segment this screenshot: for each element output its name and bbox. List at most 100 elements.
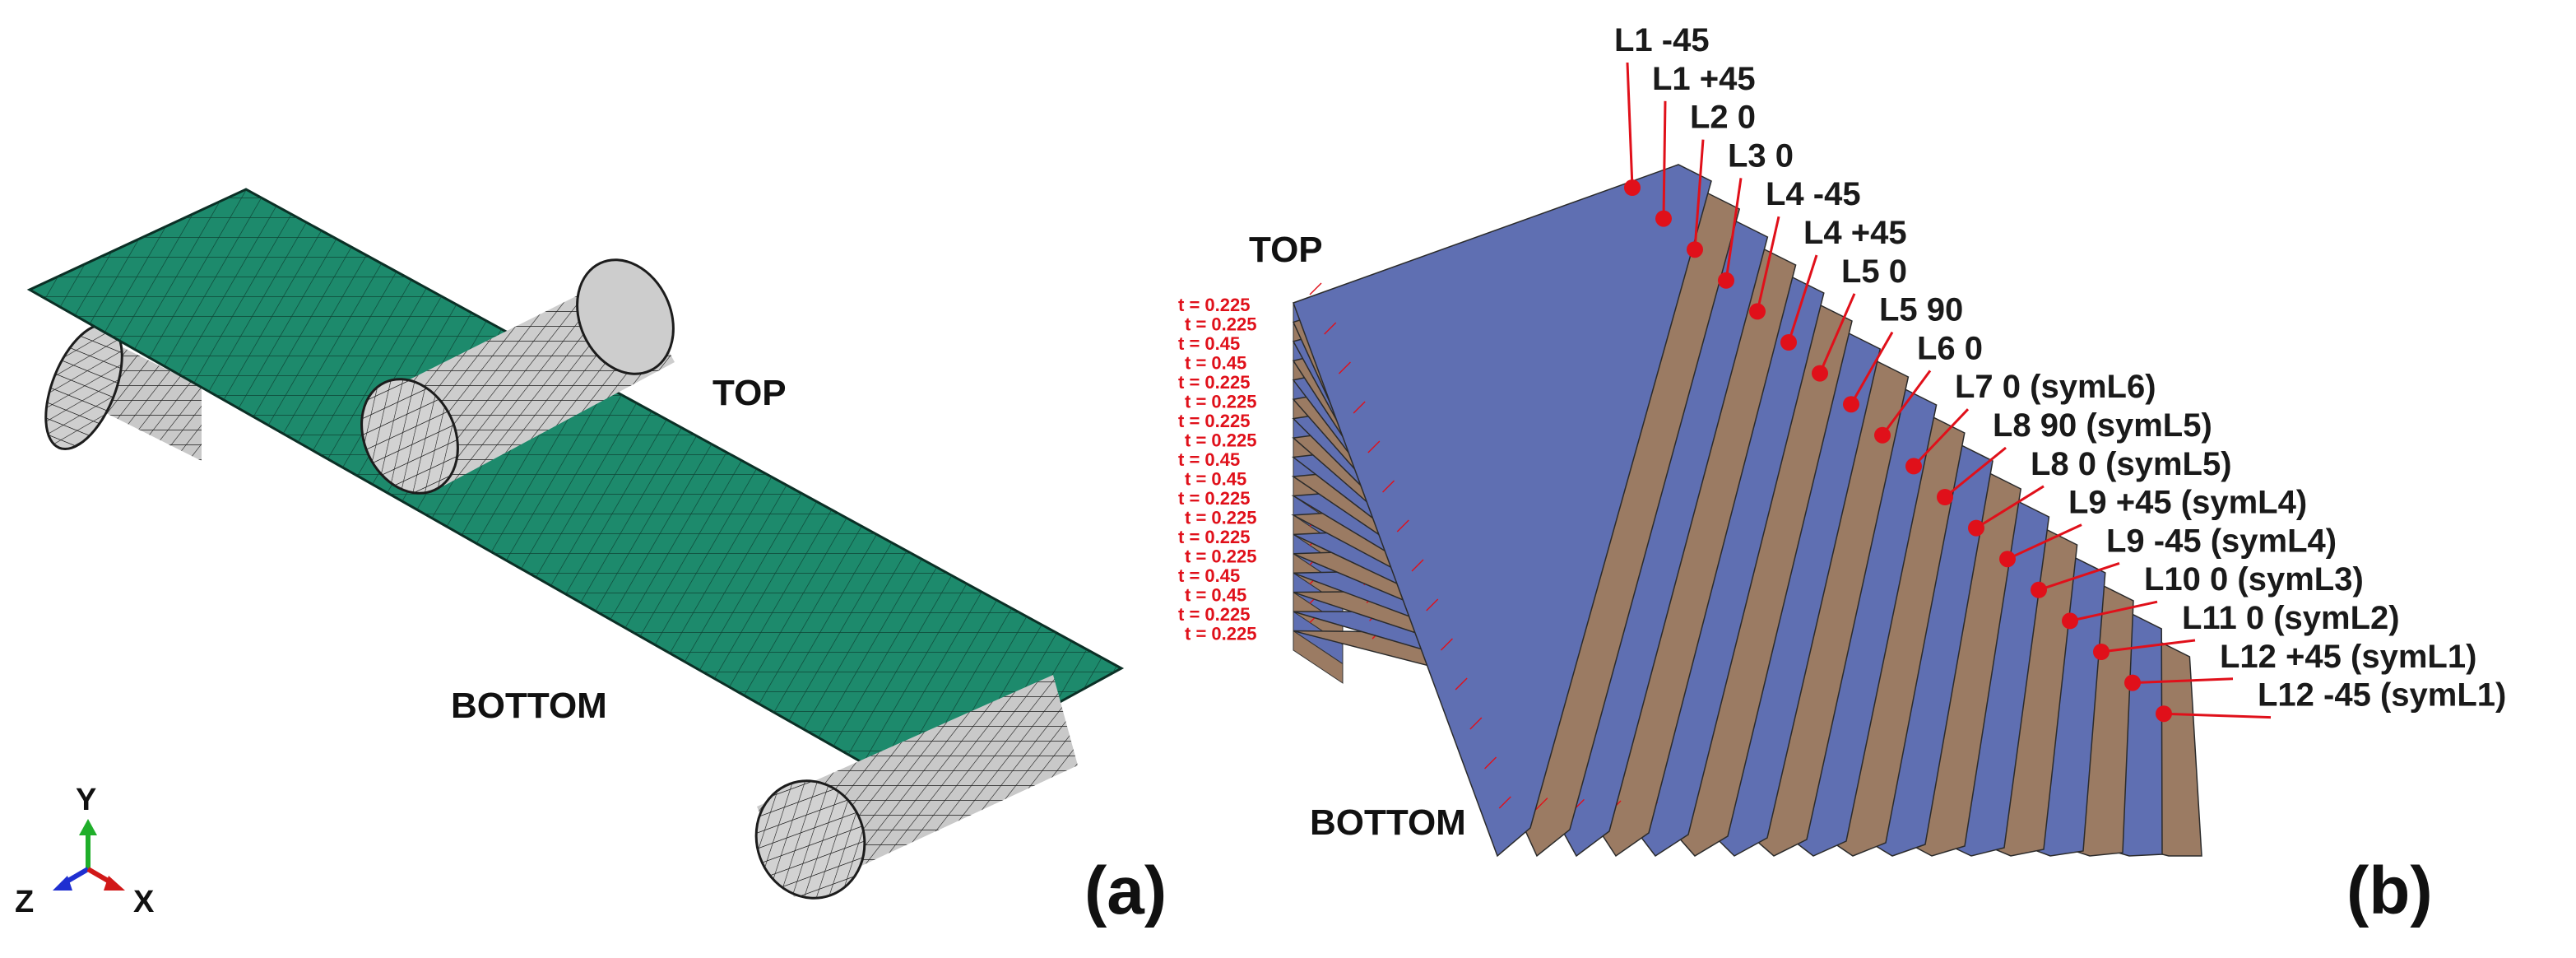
ply-leader-line xyxy=(2163,712,2272,719)
ply-label: L3 0 xyxy=(1728,137,1794,174)
panel-a-letter: (a) xyxy=(1084,853,1167,928)
ply-label: L9 +45 (symL4) xyxy=(2068,485,2307,521)
thickness-label: t = 0.45 xyxy=(1178,449,1240,470)
fibre-hatch xyxy=(1309,282,1322,295)
ply-side-face xyxy=(1293,630,1344,684)
thickness-label: t = 0.225 xyxy=(1178,295,1250,315)
ply-marker-dot xyxy=(1655,210,1672,227)
ply-marker-dot xyxy=(2124,674,2141,691)
axis-y-label: Y xyxy=(76,783,96,817)
fibre-hatch xyxy=(1338,361,1351,374)
ply-label: L5 90 xyxy=(1879,292,1963,328)
laminate-staircase xyxy=(1291,164,2202,858)
fibre-hatch xyxy=(1535,798,1548,811)
ply-label: L1 -45 xyxy=(1614,22,1710,58)
thickness-label: t = 0.45 xyxy=(1185,353,1246,374)
fibre-hatch xyxy=(1440,638,1453,651)
ply-leader-line xyxy=(2038,561,2120,592)
ply-marker-dot xyxy=(1812,365,1828,382)
ply-label: L4 -45 xyxy=(1766,176,1861,212)
fibre-hatch xyxy=(1426,598,1439,612)
thickness-label: t = 0.225 xyxy=(1178,372,1250,393)
ply-marker-dot xyxy=(1687,241,1703,258)
panel-b-letter: (b) xyxy=(2346,853,2433,928)
ply-leader-line xyxy=(1662,100,1667,219)
fibre-hatch xyxy=(1382,480,1395,493)
ply-label: L2 0 xyxy=(1690,100,1756,136)
axis-x-label: X xyxy=(133,885,155,919)
fibre-hatch xyxy=(1411,559,1424,572)
ply-marker-dot xyxy=(1874,426,1891,444)
panel-a-bottom-label: BOTTOM xyxy=(451,686,607,726)
ply-label: L8 0 (symL5) xyxy=(2031,446,2232,482)
ply-leader-line xyxy=(1787,254,1818,343)
ply-label: L12 +45 (symL1) xyxy=(2220,639,2476,675)
ply-leader-line xyxy=(2069,600,2158,622)
ply-label: L12 -45 (symL1) xyxy=(2258,677,2506,714)
thickness-label: t = 0.225 xyxy=(1178,411,1250,431)
thickness-label: t = 0.45 xyxy=(1185,585,1246,606)
ply-leader-line xyxy=(2132,677,2234,685)
ply-marker-dot xyxy=(1718,272,1734,289)
ply-leader-line xyxy=(2100,639,2196,653)
thickness-label: t = 0.45 xyxy=(1178,565,1240,586)
panel-b-bottom-label: BOTTOM xyxy=(1310,802,1466,843)
ply-marker-dot xyxy=(2062,612,2078,630)
ply-leader-line xyxy=(1975,485,2045,529)
ply-label: L10 0 (symL3) xyxy=(2144,561,2364,598)
ply-leader-line xyxy=(2007,523,2082,560)
thickness-label: t = 0.225 xyxy=(1185,624,1256,644)
thickness-label: t = 0.225 xyxy=(1185,508,1256,528)
fibre-hatch xyxy=(1353,401,1366,414)
ply-leader-line xyxy=(1724,178,1743,281)
ply-leader-line xyxy=(1912,408,1970,467)
thickness-label: t = 0.45 xyxy=(1185,469,1246,490)
ply-label: L5 0 xyxy=(1841,253,1907,290)
fibre-hatch xyxy=(1396,519,1409,532)
back-roller xyxy=(44,323,202,461)
thickness-label: t = 0.225 xyxy=(1178,488,1250,509)
ply-marker-dot xyxy=(1937,489,1953,505)
ply-leader-line xyxy=(1693,139,1705,250)
fibre-hatch xyxy=(1455,677,1468,691)
top-roller xyxy=(360,258,675,495)
ply-leader-line xyxy=(1626,62,1634,188)
fibre-hatch xyxy=(1367,440,1381,453)
ply-marker-dot xyxy=(1968,519,1984,537)
thickness-label: t = 0.45 xyxy=(1178,333,1240,354)
ply-marker-dot xyxy=(1905,458,1922,475)
ply-marker-dot xyxy=(2031,581,2047,598)
front-roller xyxy=(754,675,1078,900)
ply-label: L8 90 (symL5) xyxy=(1993,407,2212,444)
thickness-label: t = 0.225 xyxy=(1185,430,1256,451)
ply-marker-dot xyxy=(2093,644,2110,660)
ply-leader-line xyxy=(1881,370,1932,436)
ply-leader-line xyxy=(1756,216,1780,312)
ply-leader-line xyxy=(1818,293,1856,374)
panel-a: TOP BOTTOM (a) Y Z X xyxy=(15,188,1167,928)
thickness-label: t = 0.225 xyxy=(1185,392,1256,412)
ply-label: L4 +45 xyxy=(1803,215,1907,251)
ply-marker-dot xyxy=(1624,179,1641,196)
fibre-hatch xyxy=(1498,796,1511,809)
fibre-hatch xyxy=(1484,756,1497,770)
ply-marker-dot xyxy=(1843,396,1859,413)
ply-label: L11 0 (symL2) xyxy=(2182,600,2400,636)
axis-triad: Y Z X xyxy=(15,783,155,919)
ply-label: L7 0 (symL6) xyxy=(1955,369,2156,405)
fibre-hatch xyxy=(1469,717,1483,730)
thickness-label: t = 0.225 xyxy=(1185,314,1256,335)
ply-label: L1 +45 xyxy=(1652,61,1756,97)
panel-a-top-label: TOP xyxy=(712,373,787,413)
ply-marker-dot xyxy=(1780,334,1797,351)
ply-top-face xyxy=(1293,164,1712,858)
fibre-hatch xyxy=(1324,322,1337,335)
ply-leader-line xyxy=(1850,331,1894,405)
thickness-label: t = 0.225 xyxy=(1178,527,1250,547)
ply-marker-dot xyxy=(2156,705,2172,723)
ply-label: L9 -45 (symL4) xyxy=(2106,523,2337,559)
